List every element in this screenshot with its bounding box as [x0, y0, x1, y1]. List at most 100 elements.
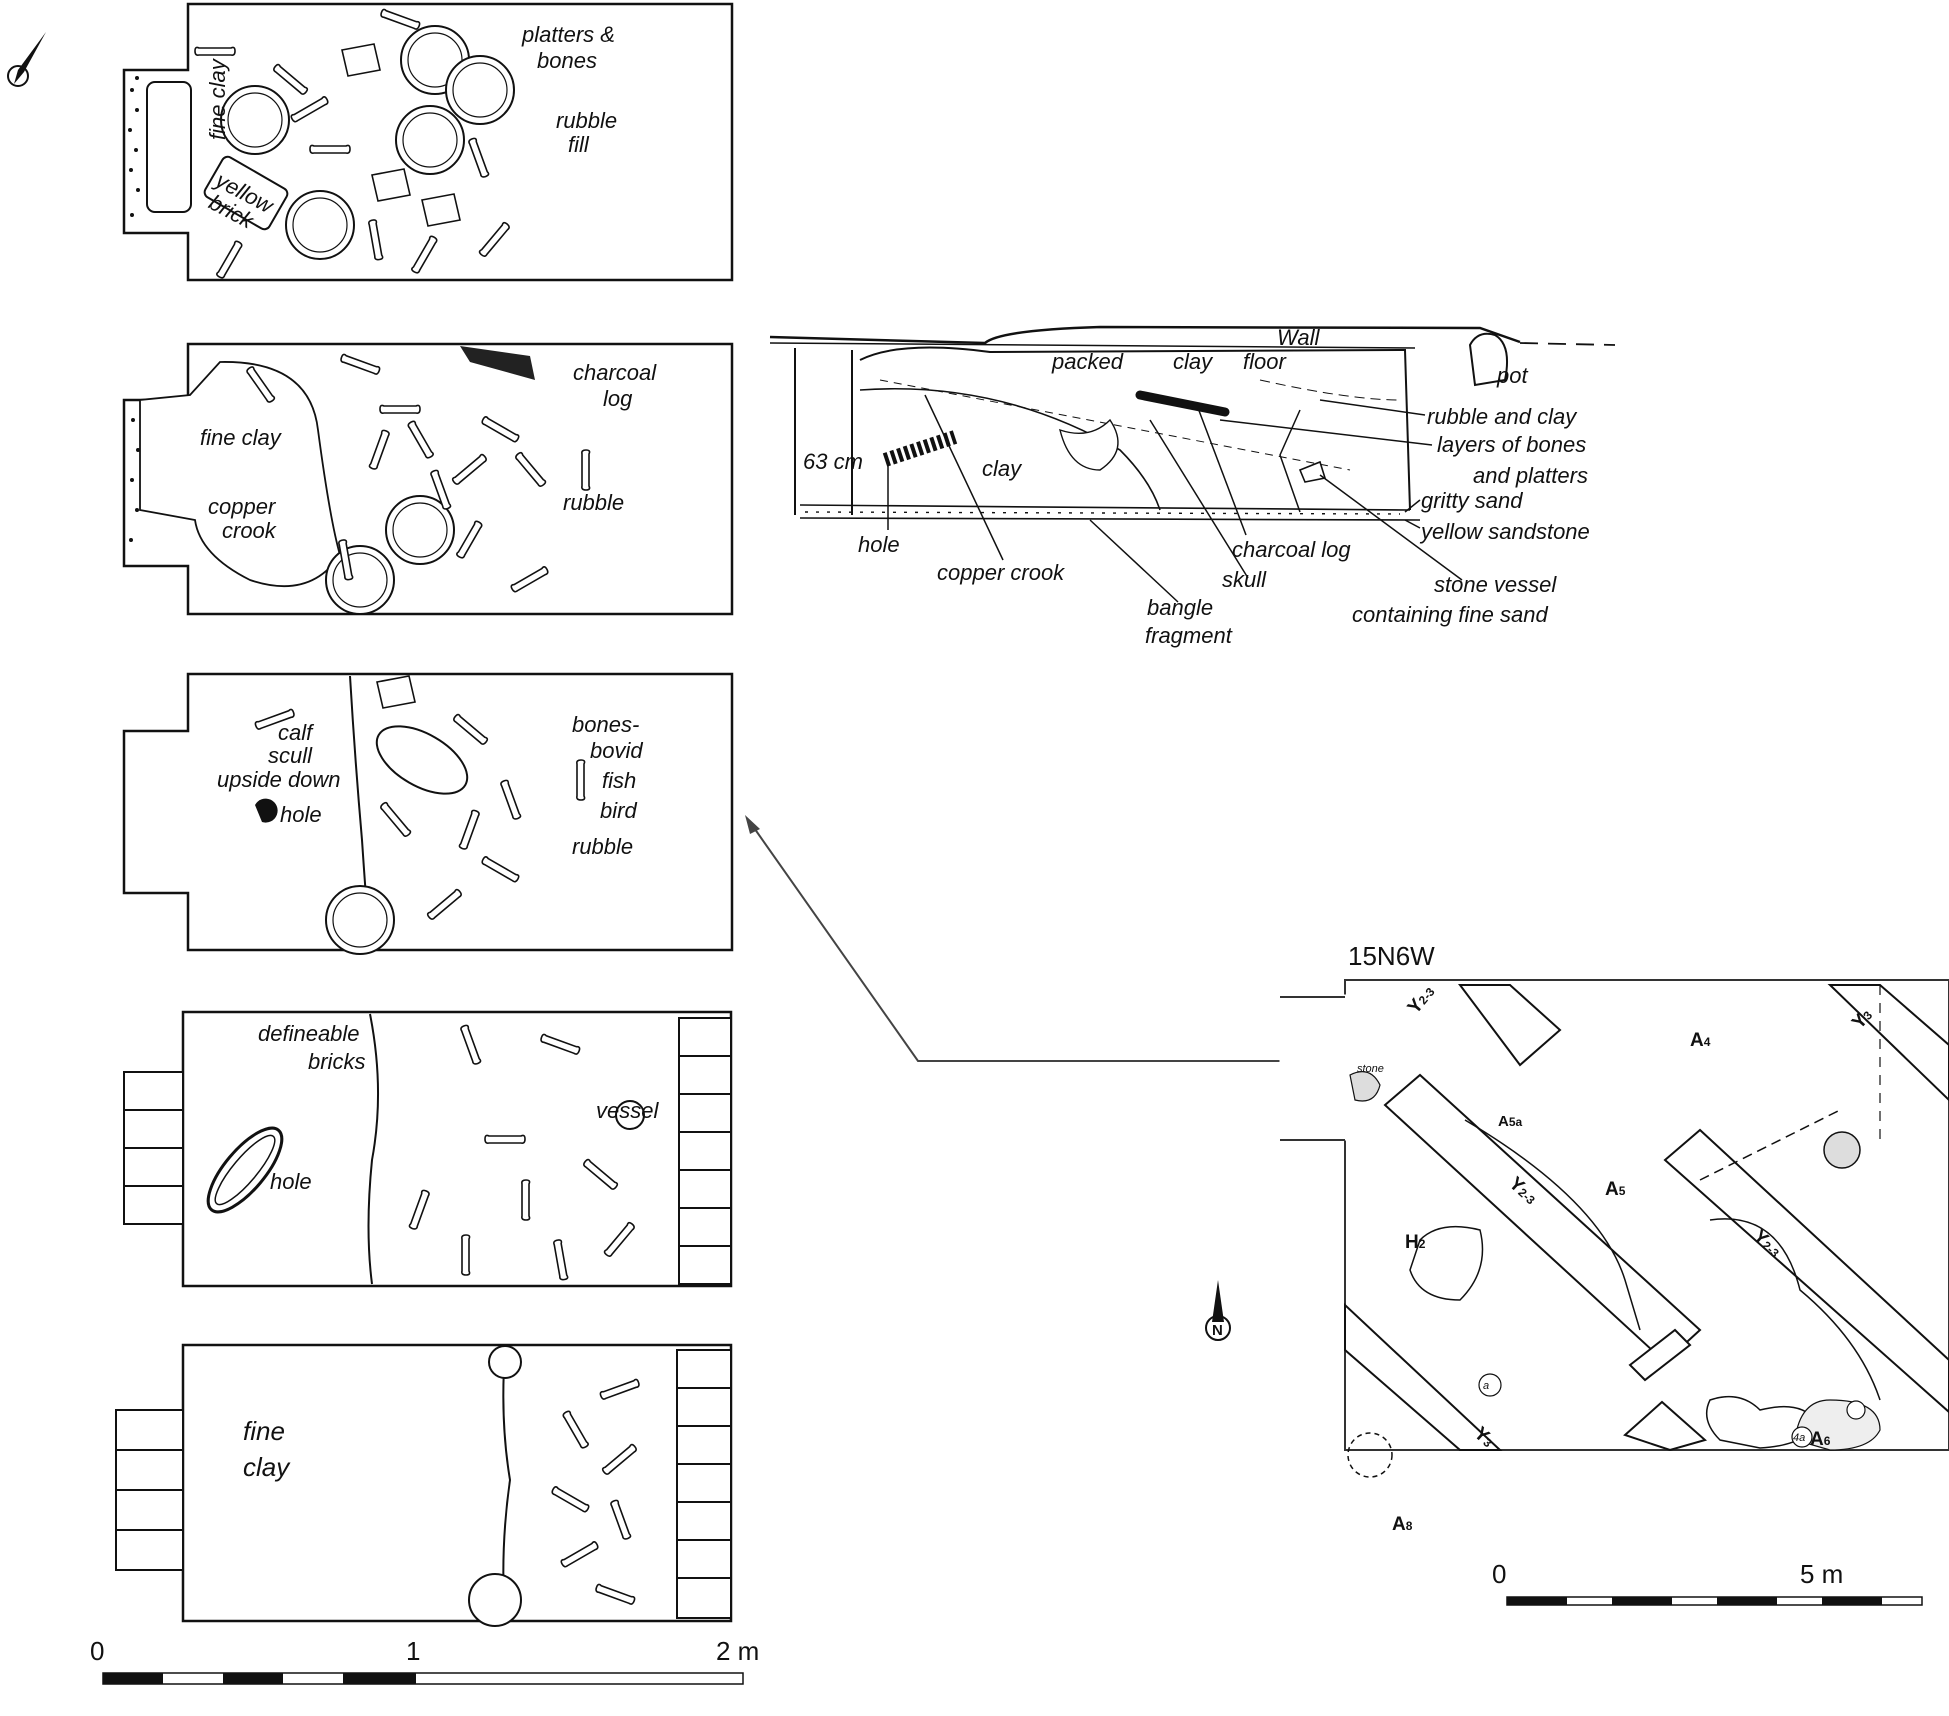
plan-scale-bar: 0 1 2 m: [90, 1636, 759, 1685]
connector-arrow: [745, 815, 1348, 1062]
platter: [395, 105, 465, 175]
feature-4a: 4a: [1793, 1432, 1805, 1444]
section-label-clay: clay: [1173, 349, 1214, 374]
area-h2: H2: [1405, 1232, 1426, 1253]
label-clay-3: clay: [243, 1452, 291, 1482]
section-label-gritty-sand: gritty sand: [1421, 488, 1523, 513]
plan-1: fine clay yellow brick platters & bones …: [122, 2, 734, 282]
bone: [379, 404, 421, 414]
bone: [484, 1134, 526, 1144]
label-bones-bovid: bones-: [572, 712, 639, 737]
plan-scale-tick-2: 2 m: [716, 1636, 759, 1666]
section-label-rubble-clay: rubble and clay: [1427, 404, 1578, 429]
site-plan: 15N6W A4 A5a A5 H2 A6 A8: [1205, 941, 1949, 1535]
section-label-platters: and platters: [1473, 463, 1588, 488]
site-scale-tick-0: 0: [1492, 1559, 1506, 1589]
section-label-fragment: fragment: [1145, 623, 1233, 648]
plan-4: defineable bricks hole vessel: [123, 1010, 733, 1288]
sherd: [341, 43, 381, 77]
section-leaders: [887, 394, 1463, 603]
bone: [194, 46, 236, 56]
label-copper: copper: [208, 494, 277, 519]
site-north-arrow-icon: N: [1205, 1280, 1231, 1341]
label-bird: bird: [600, 798, 637, 823]
plan-2: fine clay copper crook charcoal log rubb…: [122, 342, 734, 616]
site-plan-title: 15N6W: [1348, 941, 1435, 971]
stone-label: stone: [1357, 1063, 1384, 1075]
clay-dots: [129, 418, 140, 542]
platter: [220, 85, 290, 155]
section-label-copper-crook: copper crook: [937, 560, 1065, 585]
bone: [309, 144, 351, 154]
site-scale-tick-1: 5 m: [1800, 1559, 1843, 1589]
label-platters: platters &: [521, 22, 615, 47]
bone: [576, 759, 586, 801]
brick-column-left: [115, 1409, 184, 1571]
section-label-clay-2: clay: [982, 456, 1023, 481]
section-label-fine-sand: containing fine sand: [1352, 602, 1548, 627]
north-arrow-icon: [7, 32, 46, 87]
plan-scale-tick-0: 0: [90, 1636, 104, 1666]
platter: [325, 885, 395, 955]
label-rubble-3: rubble: [572, 834, 633, 859]
bone: [581, 449, 591, 491]
label-fine-clay: fine clay: [205, 57, 230, 140]
wall-bands: [1344, 984, 1949, 1452]
label-fish: fish: [602, 768, 636, 793]
section-label-bangle: bangle: [1147, 595, 1213, 620]
section-label-skull: skull: [1222, 567, 1267, 592]
site-scale-bar: 0 5 m: [1492, 1559, 1923, 1606]
platter: [285, 190, 355, 260]
label-crook: crook: [222, 518, 277, 543]
sherd: [371, 168, 411, 202]
section-label-pot: pot: [1496, 363, 1528, 388]
platter: [325, 545, 395, 615]
label-hole: hole: [280, 802, 322, 827]
label-rubble-2: rubble: [563, 490, 624, 515]
section-label-stone-vessel: stone vessel: [1434, 572, 1557, 597]
site-north-label: N: [1212, 1322, 1223, 1339]
area-a8: A8: [1392, 1514, 1413, 1535]
brick-column-right: [678, 1017, 732, 1285]
section-drawing: Wall packed clay floor pot rubble and cl…: [769, 325, 1616, 648]
plan-5: fine clay: [115, 1343, 733, 1627]
label-log: log: [603, 386, 633, 411]
section-label-packed: packed: [1051, 349, 1124, 374]
bone: [461, 1234, 471, 1276]
sherd: [421, 193, 461, 227]
label-bovid: bovid: [590, 738, 643, 763]
platter: [445, 55, 515, 125]
section-label-sandstone: yellow sandstone: [1419, 519, 1590, 544]
label-rubble: rubble: [556, 108, 617, 133]
label-upside-down: upside down: [217, 767, 341, 792]
label-bones: bones: [537, 48, 597, 73]
brick-column-left: [123, 1071, 184, 1225]
section-label-depth: 63 cm: [803, 449, 863, 474]
label-hole-2: hole: [270, 1169, 312, 1194]
section-label-floor: floor: [1243, 349, 1287, 374]
label-fine-clay-2: fine clay: [200, 425, 283, 450]
label-defineable: defineable: [258, 1021, 360, 1046]
area-a5: A5: [1605, 1179, 1626, 1200]
label-calf: calf: [278, 720, 315, 745]
bone: [521, 1179, 531, 1221]
section-label-charcoal-log: charcoal log: [1232, 537, 1351, 562]
section-label-layers: layers of bones: [1437, 432, 1586, 457]
label-scull: scull: [268, 743, 313, 768]
hole-icon: [206, 1126, 284, 1214]
plan-scale-tick-1: 1: [406, 1636, 420, 1666]
feature-a: a: [1483, 1380, 1489, 1392]
label-vessel: vessel: [596, 1098, 659, 1123]
plan-3: calf scull upside down hole bones- bovid…: [122, 672, 734, 955]
clay-dots: [128, 76, 140, 217]
area-a6: A6: [1810, 1429, 1831, 1450]
label-charcoal: charcoal: [573, 360, 657, 385]
sherd: [376, 675, 416, 709]
area-a4: A4: [1690, 1030, 1711, 1051]
label-fill: fill: [568, 132, 590, 157]
section-label-wall: Wall: [1277, 325, 1320, 350]
brick-column-right: [676, 1349, 732, 1619]
label-bricks: bricks: [308, 1049, 365, 1074]
section-label-hole: hole: [858, 532, 900, 557]
